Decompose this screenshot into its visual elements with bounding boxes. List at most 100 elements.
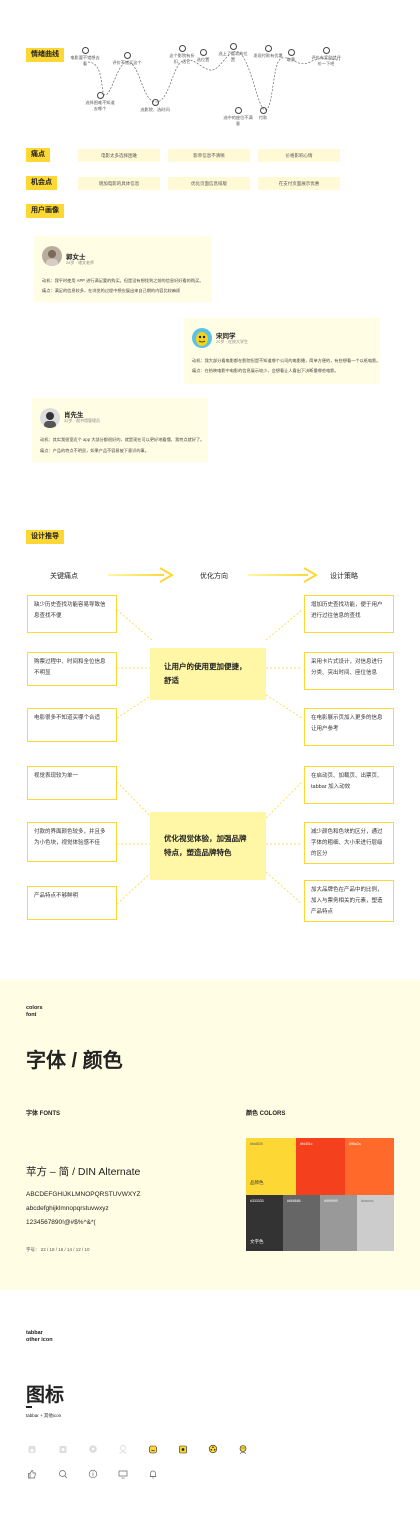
persona-name: 宋同学 [216, 333, 236, 340]
emotion-point-label: 评价不错买这个 [112, 60, 142, 65]
chance-item: 在支付页面展示优惠 [258, 177, 340, 190]
title-underline [26, 1406, 32, 1408]
emotion-face-icon [322, 46, 330, 54]
info-icon [88, 1469, 98, 1479]
emotion-face-icon [287, 48, 295, 56]
persona-motive: 动机：我平时使用 APP 进行满足要的购买。但是没有想找到之前的信息好好看的购买… [42, 278, 204, 283]
pain-box: 购票过程中、时间和全位信息不明显 [27, 652, 117, 686]
strategy-box: 采用卡片式设计，对信息进行分类、突出时间、座位信息 [304, 652, 394, 690]
emotion-label: 情绪曲线 [26, 48, 64, 62]
opt-center: 优化视觉体验，加强品牌特点，塑造品牌特色 [150, 812, 266, 880]
swatch-red: #f4401c [296, 1138, 345, 1195]
style-title: 字体 / 颜色 [26, 1050, 123, 1072]
swatch-gray-ccc: #cccccc [357, 1195, 394, 1251]
bell-icon [149, 1470, 157, 1479]
emotion-curve [87, 51, 341, 111]
style-en-title: colors font [26, 1005, 43, 1018]
swatch-gray-666: #666666 [283, 1195, 320, 1251]
pain-box: 产品特点不够鲜明 [27, 886, 117, 920]
avatar [192, 328, 212, 348]
design-label: 设计推导 [26, 530, 64, 544]
pain-item: 电影太多选择困难 [78, 149, 160, 162]
swatch-code: #999999 [324, 1199, 338, 1203]
emotion-face-icon [199, 48, 207, 56]
swatch-code: #f4401c [300, 1142, 313, 1146]
chance-label: 机会点 [26, 176, 57, 190]
swatch-gray-999: #999999 [320, 1195, 357, 1251]
color-palette: #fdd835 品牌色 #f4401c #ff6a2a #333333 文字色 … [246, 1138, 394, 1251]
swatch-code: #fdd835 [250, 1142, 263, 1146]
persona-motive: 动机：其实我很宽近个 app 大部分都很好的，就是现在可以更好地看懂，我特点就好… [40, 437, 205, 442]
emotion-face-icon [234, 106, 242, 114]
emotion-point-label: 付款 [258, 115, 268, 120]
pain-box: 电影很多不知道买哪个合适 [27, 708, 117, 742]
emotion-face-icon [264, 44, 272, 52]
screen-icon [118, 1470, 128, 1479]
emotion-point-label: 电影要不错想去看 [70, 55, 100, 66]
swatch-code: #ff6a2a [349, 1142, 361, 1146]
swatch-orange: #ff6a2a [345, 1138, 394, 1195]
persona-name: 肖先生 [64, 412, 84, 419]
swatch-text-label: 文字色 [250, 1239, 264, 1244]
profile-gray-icon [119, 1445, 127, 1454]
strategy-box: 在电影展示页加入更多的信息让用户参考 [304, 708, 394, 746]
persona-card-guo: 郭女士 28岁 · 诸文老师 动机：我平时使用 APP 进行满足要的购买。但是没… [34, 236, 212, 302]
emotion-point-label: 发现付款有优惠 [253, 53, 283, 58]
emotion-face-icon [123, 51, 131, 59]
pain-item: 影单信息不清晰 [168, 149, 250, 162]
emotion-point-label: 选上了喜欢的位置 [218, 51, 248, 62]
persona-pain: 痛点：产品的特点不明显，如果产品不容易被下意识的事。 [40, 448, 149, 453]
pain-label: 痛点 [26, 148, 50, 162]
emotion-point-label: 选中的座位不满意 [223, 115, 253, 126]
avatar [40, 408, 60, 428]
col-strategy-title: 设计策略 [330, 573, 358, 580]
film-reel-gray-icon [89, 1445, 97, 1453]
swatch-code: #333333 [250, 1199, 264, 1203]
emotion-point-label: 评价有奖励就评价一下吧 [311, 55, 341, 66]
emotion-face-icon [151, 98, 159, 106]
strategy-box: 加大品牌色在产品中的比例，加入与票务相关的元素，塑造产品特点 [304, 880, 394, 922]
strategy-box: 增加历史查找功能，便于用户进行过往信息的查找 [304, 595, 394, 633]
swatch-gray-333: #333333 文字色 [246, 1195, 283, 1251]
emotion-face-icon [259, 106, 267, 114]
flow-arrows [108, 567, 318, 583]
persona-name: 郭女士 [66, 254, 86, 261]
icons-title: 图标 [26, 1385, 65, 1406]
emotion-face-icon [178, 44, 186, 52]
font-sample-nums: 1234567890!@#$%^&*( [26, 1219, 96, 1226]
film-reel-active-icon [208, 1444, 218, 1454]
pain-item: 价格影响心情 [258, 149, 340, 162]
search-icon [59, 1470, 68, 1479]
home-active-icon [149, 1445, 157, 1454]
ticket-active-icon [179, 1445, 187, 1454]
pain-box: 付款的界面颜色较多，并且多为小色块，视觉体验感不佳 [27, 822, 117, 862]
persona-motive: 动机：我大部分看电影都在影院但是不知道哪个公司的电影播，简单方便的，有些想看一个… [192, 358, 381, 363]
pain-box: 缺少历史查找功能容易导致信息查找不便 [27, 595, 117, 633]
persona-card-song: 宋同学 20岁 · 在校大学生 动机：我大部分看电影都在影院但是不知道哪个公司的… [184, 318, 380, 384]
persona-card-xiao: 肖先生 32岁 · 图书馆管理员 动机：其实我很宽近个 app 大部分都很好的，… [32, 398, 208, 462]
persona-meta: 20岁 · 在校大学生 [216, 339, 249, 344]
colors-label: 颜色 COLORS [246, 1111, 286, 1117]
swatch-code: #cccccc [361, 1199, 374, 1203]
icons-sub: tabbar + 其他icon [26, 1413, 62, 1418]
swatch-code: #666666 [287, 1199, 301, 1203]
emotion-face-icon [229, 42, 237, 50]
font-sample-lower: abcdefghijklmnopqrstuvwxyz [26, 1205, 109, 1212]
opt-center: 让用户的使用更加便捷，舒适 [150, 648, 266, 700]
ticket-gray-icon [59, 1446, 67, 1453]
profile-active-icon [239, 1445, 247, 1454]
font-sizes: 字号： 22 / 18 / 16 / 14 / 12 / 10 [26, 1247, 90, 1252]
strategy-box: 在启动页、加载页、出票页、tabbar 加入动效 [304, 766, 394, 804]
avatar [42, 246, 62, 266]
chance-item: 增加电影的具体信息 [78, 177, 160, 190]
chance-item: 优化页面信息排版 [168, 177, 250, 190]
col-pain-title: 关键痛点 [50, 573, 78, 580]
pain-box: 视觉表现较为单一 [27, 766, 117, 800]
emotion-point-label: 选择困难不知道去哪个 [85, 100, 115, 111]
emotion-point-label: 取票 [286, 57, 296, 62]
persona-label: 用户画像 [26, 204, 64, 218]
font-sample-upper: ABCDEFGHIJKLMNOPQRSTUVWXYZ [26, 1191, 141, 1198]
persona-meta: 32岁 · 图书馆管理员 [64, 418, 101, 423]
emotion-face-icon [81, 46, 89, 54]
fonts-label: 字体 FONTS [26, 1111, 60, 1117]
